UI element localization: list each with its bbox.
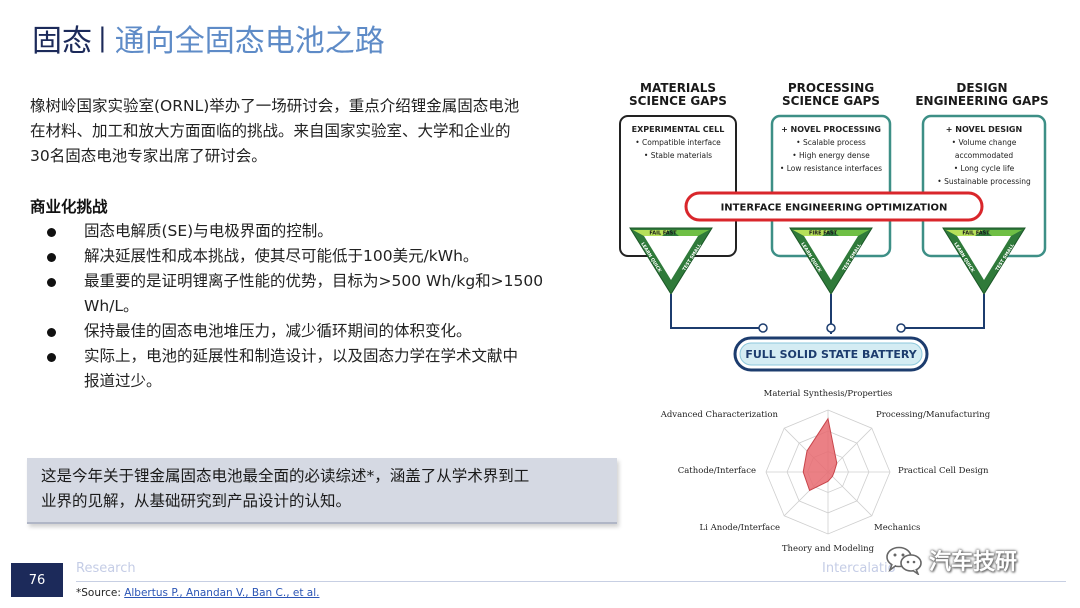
callout-box: 这是今年关于锂金属固态电池最全面的必读综述*，涵盖了从学术界到工 业界的见解，从… (27, 458, 617, 524)
title-separator: | (98, 23, 107, 53)
watermark-text: 汽车技研 (929, 550, 1018, 575)
box-title: + NOVEL DESIGN (946, 125, 1022, 134)
col-heading: SCIENCE GAPS (782, 94, 880, 108)
radar-axis-label: Processing/Manufacturing (876, 410, 991, 420)
box-item: accommodated (955, 151, 1014, 160)
callout-line: 这是今年关于锂金属固态电池最全面的必读综述*，涵盖了从学术界到工 (41, 467, 530, 485)
box-title: + NOVEL PROCESSING (781, 125, 881, 134)
box-item: • High energy dense (792, 151, 870, 160)
connector-node (896, 323, 906, 333)
intro-line: 橡树岭国家实验室(ORNL)举办了一场研讨会，重点介绍锂金属固态电池 (30, 97, 520, 115)
bullet-text-cont: Wh/L。 (84, 297, 139, 315)
list-item: 保持最佳的固态电池堆压力，减少循环期间的体积变化。 (30, 319, 596, 344)
radar-chart: Material Synthesis/PropertiesProcessing/… (660, 389, 991, 554)
title-subtitle: 通向全固态电池之路 (114, 24, 385, 59)
list-item: 实际上，电池的延展性和制造设计，以及固态力学在学术文献中报道过少。 (30, 344, 596, 394)
bullet-dot (47, 228, 56, 237)
source-citation: *Source: Albertus P., Anandan V., Ban C.… (76, 587, 319, 599)
radar-axis-label: Mechanics (874, 523, 920, 533)
connector-node (758, 323, 768, 333)
box-item: • Long cycle life (954, 164, 1015, 173)
box-item: • Stable materials (644, 151, 712, 160)
box-item: • Low resistance interfaces (780, 164, 882, 173)
cycle-label: FIRE FAST (809, 231, 838, 237)
radar-axis-label: Cathode/Interface (678, 466, 756, 476)
callout-line: 业界的见解，从基础研究到产品设计的认知。 (41, 492, 352, 510)
cycle-triangle-processing: FIRE FAST TEST SMALL LEARN QUICK (789, 227, 873, 295)
radar-axis-label: Li Anode/Interface (700, 523, 780, 533)
list-item: 固态电解质(SE)与电极界面的控制。 (30, 219, 596, 244)
bullet-text-cont: 报道过少。 (84, 372, 162, 390)
interface-banner (684, 191, 984, 222)
intro-paragraph: 橡树岭国家实验室(ORNL)举办了一场研讨会，重点介绍锂金属固态电池 在材料、加… (30, 94, 592, 169)
box-item: • Scalable process (796, 138, 866, 147)
connector-line (670, 294, 762, 329)
cycle-label: FAIL FAST (962, 231, 990, 237)
footer-label-right: Intercalatio (822, 561, 896, 576)
box-item: • Sustainable processing (937, 177, 1031, 186)
footer-divider (76, 581, 1066, 582)
watermark: 汽车技研 (885, 540, 1017, 580)
radar-axis-label: Material Synthesis/Properties (764, 389, 893, 399)
list-item: 解决延展性和成本挑战，使其尽可能低于100美元/kWh。 (30, 244, 596, 269)
cycle-triangle-materials: FAIL FAST TEST SMALL LEARN QUICK (629, 227, 713, 295)
footer-label-left: Research (76, 561, 136, 576)
page-number: 76 (11, 563, 63, 597)
battery-pill-inner (739, 342, 923, 366)
wechat-icon (886, 546, 922, 575)
cycle-label: FAIL FAST (649, 231, 677, 237)
bullet-dot (47, 353, 56, 362)
bullet-text: 解决延展性和成本挑战，使其尽可能低于100美元/kWh。 (84, 247, 479, 265)
radar-area (802, 417, 838, 492)
col-heading: ENGINEERING GAPS (915, 94, 1048, 108)
radar-axis-label: Practical Cell Design (898, 466, 989, 476)
col-heading: MATERIALS (640, 81, 716, 95)
bullet-dot (47, 253, 56, 262)
source-prefix: *Source: (76, 587, 125, 599)
col-heading: DESIGN (956, 81, 1007, 95)
bullet-dot (47, 278, 56, 287)
source-link[interactable]: Albertus P., Anandan V., Ban C., et al. (124, 587, 320, 599)
title-main: 固态 (32, 24, 92, 59)
bullet-text: 保持最佳的固态电池堆压力，减少循环期间的体积变化。 (84, 322, 472, 340)
radar-axis-label: Theory and Modeling (782, 544, 875, 554)
bullet-text: 最重要的是证明锂离子性能的优势，目标为>500 Wh/kg和>1500 (84, 272, 544, 290)
radar-axis-label: Advanced Characterization (660, 410, 779, 420)
gaps-workflow-diagram: MATERIALS SCIENCE GAPS PROCESSING SCIENC… (619, 81, 1049, 372)
page-title: 固态 | 通向全固态电池之路 (32, 16, 385, 60)
bullet-dot (47, 328, 56, 337)
box-title: EXPERIMENTAL CELL (632, 125, 725, 134)
col-heading: SCIENCE GAPS (629, 94, 727, 108)
connector-node (826, 323, 836, 333)
interface-label: INTERFACE ENGINEERING OPTIMIZATION (721, 203, 948, 214)
box-item: • Volume change (952, 138, 1017, 147)
battery-label: FULL SOLID STATE BATTERY (745, 348, 917, 361)
radar-labels: Material Synthesis/PropertiesProcessing/… (660, 389, 991, 554)
radar-spoke (827, 471, 873, 517)
intro-line: 在材料、加工和放大方面面临的挑战。来自国家实验室、大学和企业的 (30, 122, 511, 140)
bullet-text: 实际上，电池的延展性和制造设计，以及固态力学在学术文献中 (84, 347, 519, 365)
intro-line: 30名固态电池专家出席了研讨会。 (30, 147, 267, 165)
box-item: • Compatible interface (635, 138, 721, 147)
cycle-triangle-design: FAIL FAST TEST SMALL LEARN QUICK (942, 227, 1026, 295)
col-heading: PROCESSING (788, 81, 874, 95)
bullet-text: 固态电解质(SE)与电极界面的控制。 (84, 222, 333, 240)
connector-line (902, 294, 985, 329)
section-heading: 商业化挑战 (30, 198, 108, 216)
challenge-list: 固态电解质(SE)与电极界面的控制。 解决延展性和成本挑战，使其尽可能低于100… (30, 219, 596, 394)
